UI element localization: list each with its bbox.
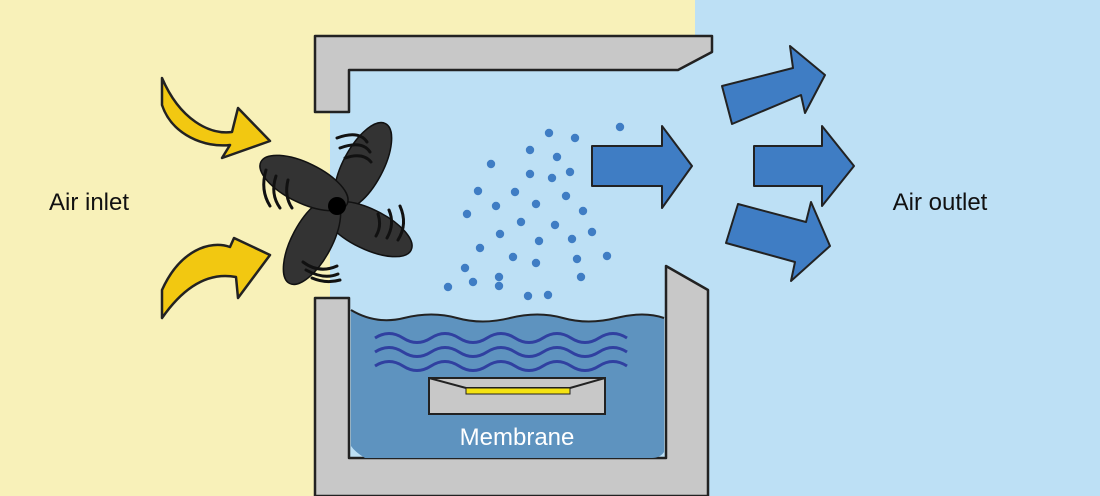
curved-arrow-icon	[160, 76, 272, 160]
mist-droplets	[443, 122, 625, 301]
arrow-right-icon	[753, 125, 855, 207]
arrow-right-icon	[721, 45, 826, 125]
fan-icon	[259, 121, 413, 286]
air-inlet-label: Air inlet	[49, 189, 129, 216]
outlet-arrows	[591, 45, 855, 282]
water-surface	[350, 309, 665, 323]
membrane-label: Membrane	[460, 424, 575, 451]
membrane-holder	[428, 377, 606, 415]
wave-lines	[374, 332, 628, 372]
fan-motion-lines	[262, 133, 405, 284]
curved-arrow-icon	[160, 236, 272, 320]
arrow-right-icon	[591, 125, 693, 209]
housing-lid	[313, 34, 714, 114]
arrow-right-icon	[725, 201, 831, 282]
water-basin	[313, 264, 710, 496]
inlet-arrows	[160, 76, 272, 320]
membrane-strip	[465, 387, 571, 395]
air-outlet-label: Air outlet	[893, 189, 988, 216]
